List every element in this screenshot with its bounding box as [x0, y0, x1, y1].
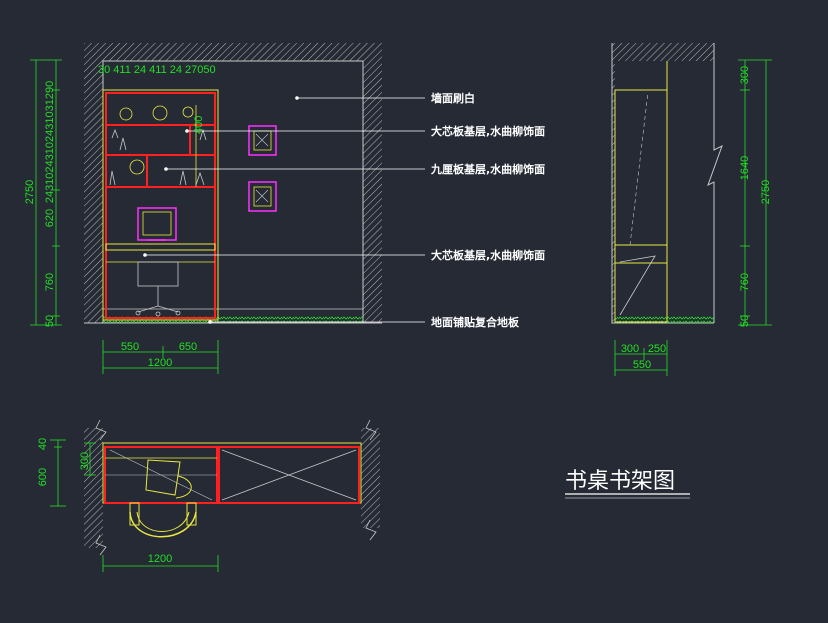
side-bottom-dimension-300: 300 — [621, 343, 639, 355]
wall-frame-1 — [248, 125, 277, 156]
plan-dimension-300: 300 — [79, 452, 91, 470]
front-elevation: 墙面刷白 大芯板基层,水曲柳饰面 九厘板基层,水曲柳饰面 大芯板基层,水曲柳饰面… — [24, 43, 545, 374]
bottom-dimension-1200: 1200 — [148, 357, 172, 369]
plan-dimension-1200: 1200 — [148, 553, 172, 565]
plan-dimension-40: 40 — [37, 438, 49, 450]
plan-view: 40 600 300 1200 — [37, 419, 380, 572]
leader-lines — [145, 97, 425, 323]
plan-cabinet — [102, 442, 362, 538]
left-total-dimension: 2750 — [24, 180, 36, 204]
left-dimension-lines — [30, 59, 62, 326]
left-dimension-760: 760 — [44, 273, 56, 291]
annotation-plywood: 九厘板基层,水曲柳饰面 — [430, 162, 545, 176]
drawing-title: 书桌书架图 — [565, 469, 675, 494]
annotation-blockboard-2: 大芯板基层,水曲柳饰面 — [431, 248, 545, 262]
wall-hatch — [84, 43, 382, 323]
side-total-dimension: 2750 — [760, 180, 772, 204]
side-cabinet — [614, 61, 668, 323]
annotation-floor: 地面铺贴复合地板 — [431, 315, 520, 329]
room-outline — [102, 60, 364, 323]
inner-dimension: 400 — [193, 116, 205, 134]
annotation-blockboard-1: 大芯板基层,水曲柳饰面 — [431, 124, 545, 138]
bottom-dimension-650: 650 — [179, 341, 197, 353]
bookshelf-cabinet — [102, 89, 219, 321]
plan-bottom-dimension-line — [102, 555, 219, 572]
side-ceiling-hatch — [612, 43, 714, 61]
side-bottom-dimension-550: 550 — [633, 359, 651, 371]
plan-dimension-600: 600 — [37, 468, 49, 486]
side-dimension-300: 300 — [739, 66, 751, 84]
bottom-dimension-lines — [102, 340, 219, 374]
left-dimension-50: 50 — [44, 315, 56, 327]
annotation-wall-paint: 墙面刷白 — [431, 91, 475, 105]
bottom-dimension-550: 550 — [121, 341, 139, 353]
left-shelf-dimension-chain: 24310243102431031290 — [44, 81, 56, 203]
left-dimension-620: 620 — [44, 209, 56, 227]
side-bottom-dimension-250: 250 — [648, 343, 666, 355]
top-dimension-chain: 30 411 24 411 24 27050 — [98, 64, 216, 76]
plan-left-wall-hatch — [84, 428, 103, 548]
plan-right-wall-hatch — [361, 428, 380, 528]
side-dimension-760: 760 — [739, 273, 751, 291]
wall-frame-2 — [248, 181, 277, 212]
side-right-dimension-lines — [738, 59, 772, 326]
side-elevation: 300 1640 760 50 2750 300 250 550 — [611, 43, 772, 376]
floor-hatch — [103, 316, 363, 323]
side-bottom-dimension-lines — [614, 340, 668, 376]
side-dimension-50: 50 — [739, 315, 751, 327]
plan-left-dimension-lines — [50, 439, 96, 507]
side-dimension-1640: 1640 — [739, 156, 751, 180]
drawing-title-block: 书桌书架图 — [565, 469, 690, 499]
side-break-line — [707, 43, 723, 323]
